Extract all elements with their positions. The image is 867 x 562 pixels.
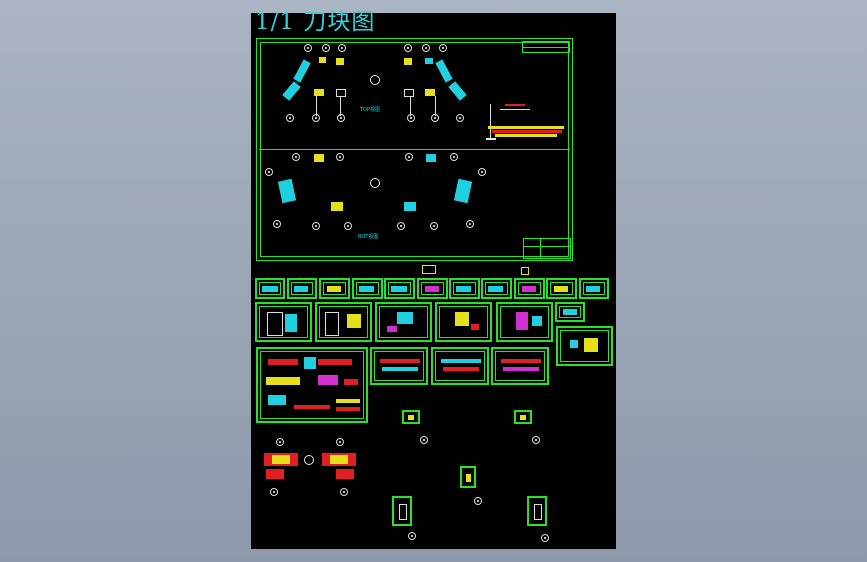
leader-line xyxy=(316,96,317,116)
tool-block xyxy=(319,57,326,63)
detail-sheet-thumbnail[interactable] xyxy=(352,278,383,299)
legend-row xyxy=(492,130,562,133)
tool-block-outline xyxy=(336,89,346,97)
center-hole-parts xyxy=(304,455,314,465)
part-block xyxy=(330,455,348,464)
callout-marker xyxy=(265,168,273,176)
part-block xyxy=(266,469,284,479)
callout-marker xyxy=(466,220,474,228)
callout-marker xyxy=(276,438,284,446)
tool-block xyxy=(336,58,344,65)
detail-sheet-thumbnail[interactable] xyxy=(491,347,549,385)
legend-row xyxy=(488,126,564,129)
leader-line xyxy=(410,96,411,116)
callout-marker xyxy=(474,497,482,505)
detail-sheet-thumbnail[interactable] xyxy=(449,278,480,299)
detail-sheet-thumbnail[interactable] xyxy=(556,326,613,366)
detail-sheet-thumbnail[interactable] xyxy=(255,302,312,342)
title-block-top-rule xyxy=(522,47,570,48)
callout-marker xyxy=(408,532,416,540)
callout-marker xyxy=(292,153,300,161)
title-block-bottom-rule xyxy=(523,246,571,247)
detail-sheet-thumbnail[interactable] xyxy=(481,278,512,299)
callout-marker xyxy=(270,488,278,496)
title-block-bottom-rule-2 xyxy=(540,238,541,259)
view-divider-line xyxy=(259,149,570,150)
leader-line xyxy=(340,96,341,116)
detail-sheet-thumbnail[interactable] xyxy=(546,278,577,299)
callout-marker xyxy=(450,153,458,161)
detail-sheet-thumbnail[interactable] xyxy=(514,278,545,299)
detail-sheet-thumbnail[interactable] xyxy=(496,302,553,342)
marker-box xyxy=(521,267,529,275)
part-detail xyxy=(402,410,420,424)
part-detail xyxy=(392,496,412,526)
callout-marker xyxy=(439,44,447,52)
tool-block xyxy=(331,202,343,211)
callout-marker xyxy=(456,114,464,122)
tool-block xyxy=(404,202,416,211)
callout-marker xyxy=(397,222,405,230)
callout-marker xyxy=(336,153,344,161)
part-block xyxy=(272,455,290,464)
tool-block xyxy=(404,58,412,65)
tool-block xyxy=(425,58,433,64)
part-detail xyxy=(514,410,532,424)
callout-marker xyxy=(304,44,312,52)
callout-marker xyxy=(532,436,540,444)
title-block-bottom xyxy=(523,238,571,259)
callout-marker xyxy=(338,44,346,52)
callout-marker xyxy=(420,436,428,444)
callout-marker xyxy=(340,488,348,496)
callout-marker xyxy=(405,153,413,161)
tool-block xyxy=(426,154,436,162)
part-block xyxy=(336,469,354,479)
callout-marker xyxy=(322,44,330,52)
detail-sheet-thumbnail[interactable] xyxy=(555,302,585,322)
detail-sheet-thumbnail[interactable] xyxy=(579,278,609,299)
marker-box xyxy=(422,265,436,274)
detail-sheet-thumbnail[interactable] xyxy=(431,347,489,385)
bottom-view-label: BOT视图 xyxy=(358,234,379,240)
detail-sheet-thumbnail[interactable] xyxy=(370,347,428,385)
callout-marker xyxy=(422,44,430,52)
callout-marker xyxy=(407,114,415,122)
center-hole-bottom xyxy=(370,178,380,188)
callout-marker xyxy=(430,222,438,230)
part-detail xyxy=(460,466,476,488)
legend-swatch xyxy=(505,104,525,106)
callout-marker xyxy=(541,534,549,542)
detail-sheet-thumbnail[interactable] xyxy=(287,278,317,299)
detail-sheet-thumbnail[interactable] xyxy=(384,278,415,299)
leader-line xyxy=(435,96,436,116)
detail-sheet-thumbnail[interactable] xyxy=(417,278,448,299)
callout-marker xyxy=(344,222,352,230)
callout-marker xyxy=(312,222,320,230)
tool-block xyxy=(425,89,435,96)
tool-block-outline xyxy=(404,89,414,97)
part-detail xyxy=(527,496,547,526)
legend-row xyxy=(486,138,496,140)
callout-marker xyxy=(273,220,281,228)
legend-row xyxy=(495,134,557,137)
callout-marker xyxy=(336,438,344,446)
tool-block xyxy=(314,89,324,96)
detail-sheet-thumbnail[interactable] xyxy=(375,302,432,342)
detail-sheet-thumbnail[interactable] xyxy=(256,347,368,423)
detail-sheet-thumbnail[interactable] xyxy=(319,278,350,299)
callout-marker xyxy=(478,168,486,176)
detail-sheet-thumbnail[interactable] xyxy=(315,302,372,342)
detail-sheet-thumbnail[interactable] xyxy=(255,278,285,299)
center-hole-top xyxy=(370,75,380,85)
tool-block xyxy=(314,154,324,162)
callout-marker xyxy=(337,114,345,122)
legend-line xyxy=(490,104,491,140)
drawing-title: 1/1 刀块图 xyxy=(255,9,376,35)
callout-marker xyxy=(404,44,412,52)
callout-marker xyxy=(286,114,294,122)
top-view-label: TOP视图 xyxy=(360,107,381,113)
legend-line xyxy=(500,109,530,110)
detail-sheet-thumbnail[interactable] xyxy=(435,302,492,342)
